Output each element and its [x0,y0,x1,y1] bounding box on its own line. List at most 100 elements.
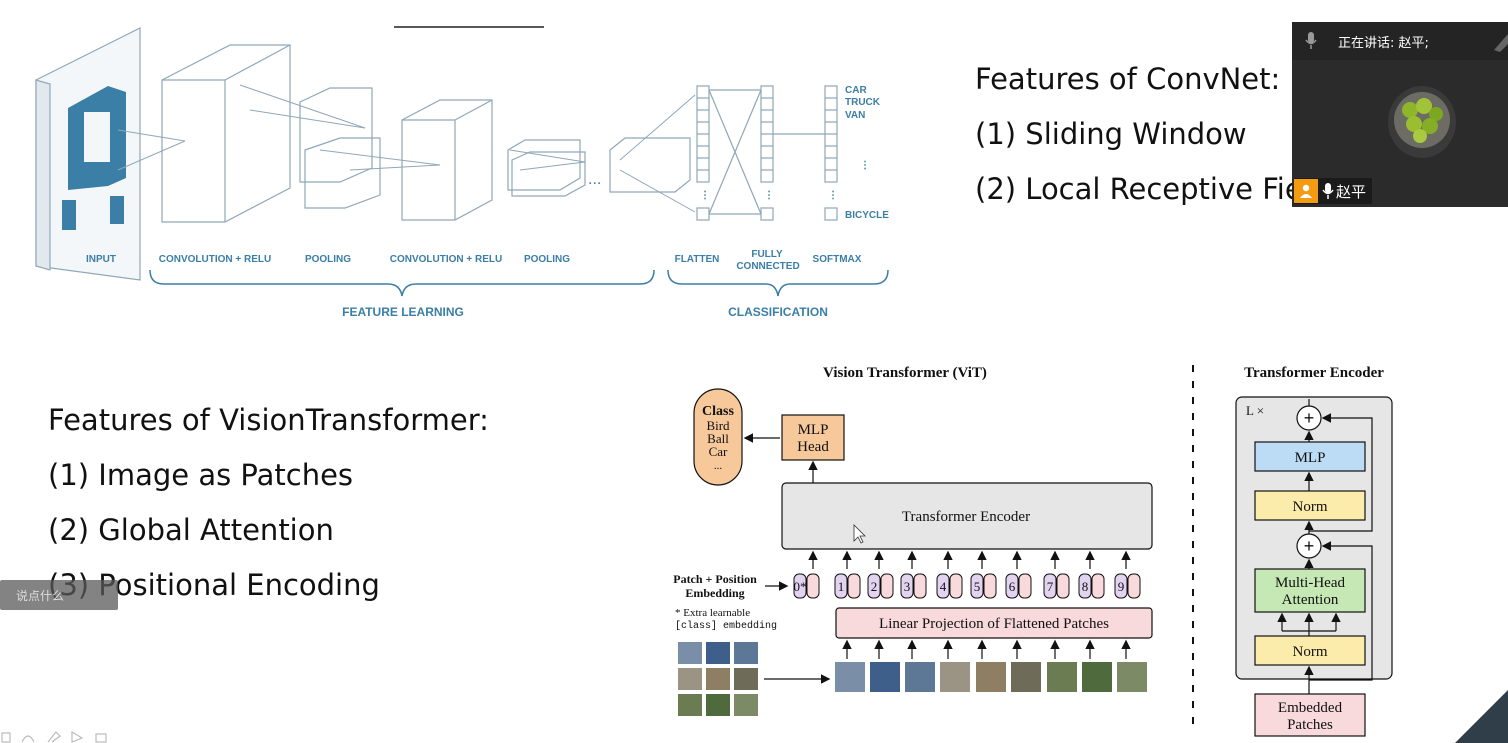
norm-bottom-box [1254,635,1366,666]
cnn-diagram: ... ⋮⋮⋮⋮ CAR TRUCK VAN BICYCLE INPUT CON… [35,26,889,319]
annotation-toolbar[interactable] [0,730,120,743]
out-bicycle: BICYCLE [845,210,889,221]
label-pool2: POOLING [524,254,570,265]
extra-line2: [class] embedding [675,620,777,632]
softmax-column [824,85,838,221]
mlp-box [1254,441,1366,472]
vertical-dots: ⋮ ⋮ ⋮ ⋮ [700,160,870,201]
conv2-volume [401,99,493,221]
position-token: 7 [1043,573,1070,599]
receptive-lines [117,84,696,213]
linear-projection-box [835,607,1153,639]
mlp-head-line2: Head [797,439,829,455]
vit-features-title: Features of VisionTransformer: [48,403,489,437]
video-topbar: 正在讲话: 赵平; [1292,22,1508,60]
convnet-title: Features of ConvNet: [975,62,1281,96]
highlighter-icon [47,731,61,743]
transformer-encoder-label: Transformer Encoder [902,509,1030,525]
position-token: 6 [1005,573,1032,599]
convnet-item-2: (2) Local Receptive Fie [975,172,1303,206]
position-token: 2 [867,573,894,599]
mha-line2: Attention [1282,592,1339,608]
embedded-line2: Patches [1287,717,1333,733]
label-conv2: CONVOLUTION + RELU [390,254,503,265]
convnet-item-1: (1) Sliding Window [975,117,1247,151]
position-token: 0* [793,573,820,599]
vit-features-item-1: (1) Image as Patches [48,458,354,492]
position-token: 5 [970,573,997,599]
mha-line1: Multi-Head [1275,575,1345,591]
corner-decoration [1455,690,1508,743]
token-label: 2 [871,579,878,594]
vit-diagram: Vision Transformer (ViT) Class Bird Ball… [673,365,1194,730]
ellipsis: ... [588,171,601,188]
mlp-head [781,414,845,461]
svg-text:⋮: ⋮ [828,190,838,201]
vit-title: Vision Transformer (ViT) [823,365,987,381]
braces [149,269,889,297]
encoder-lx: L × [1246,403,1264,418]
pool2-volume [507,139,586,197]
out-car: CAR [845,85,867,96]
class-ball: Ball [707,431,729,446]
label-conv1: CONVOLUTION + RELU [159,254,272,265]
chat-input-pill[interactable]: 说点什么 [0,580,118,610]
token-label: 0* [794,579,807,594]
class-ellipsis: ... [714,460,723,472]
flatten-column [696,85,710,221]
embedded-line1: Embedded [1278,700,1343,716]
token-label: 4 [940,579,947,594]
token-label: 3 [904,579,911,594]
participant-name: 赵平 [1336,182,1367,201]
class-output [693,388,743,486]
svg-text:⋮: ⋮ [860,160,870,171]
encoder-block-title: Transformer Encoder [1244,365,1384,381]
mlp-head-line1: MLP [798,422,829,438]
position-token: 3 [900,573,927,599]
participant-name-tag: 赵平 [1294,178,1373,204]
position-token: 1 [834,573,861,599]
class-car: Car [709,444,728,459]
svg-text:⋮: ⋮ [700,190,710,201]
extra-line1: * Extra learnable [675,607,750,619]
label-softmax: SOFTMAX [813,254,862,265]
flattened-patches [835,662,1147,692]
pen-icon [21,735,35,743]
out-truck: TRUCK [845,97,881,108]
token-label: 5 [974,579,981,594]
microphone-icon [1305,32,1317,49]
mouse-cursor-icon [853,524,866,544]
norm-top-label: Norm [1293,499,1328,515]
token-label: 7 [1047,579,1054,594]
position-token: 9 [1114,573,1141,599]
participant-avatar [1388,86,1456,158]
label-classification: CLASSIFICATION [728,305,828,319]
source-image-grid [678,642,758,716]
position-token: 8 [1078,573,1105,599]
mha-box [1254,568,1366,613]
svg-text:+: + [1304,536,1315,556]
position-tokens: 0* 1 2 3 4 5 6 7 8 9 [793,573,1141,599]
token-label: 8 [1082,579,1089,594]
norm-top-box [1254,490,1366,521]
class-bird: Bird [706,418,730,433]
label-flatten: FLATTEN [675,254,720,265]
position-token: 4 [936,573,963,599]
speaker-label: 正在讲话: 赵平; [1338,36,1429,51]
patch-pos-line1: Patch + Position [673,572,757,586]
label-pool1: POOLING [305,254,351,265]
embedded-box [1254,693,1366,737]
video-panel[interactable]: 正在讲话: 赵平; 赵平 [1292,22,1508,207]
token-label: 6 [1009,579,1016,594]
car-icon [62,86,126,230]
class-label: Class [702,404,734,419]
token-label: 1 [838,579,845,594]
conv1-volume [161,44,291,223]
pin-icon[interactable] [1488,30,1508,54]
label-connected: CONNECTED [736,261,799,272]
grid-icon [1,732,11,743]
svg-text:⋮: ⋮ [764,190,774,201]
pointer-icon [71,730,84,743]
encoder-block-diagram: Transformer Encoder L × + MLP Norm + Mul… [1235,365,1393,737]
mic-small-icon [1322,183,1334,199]
